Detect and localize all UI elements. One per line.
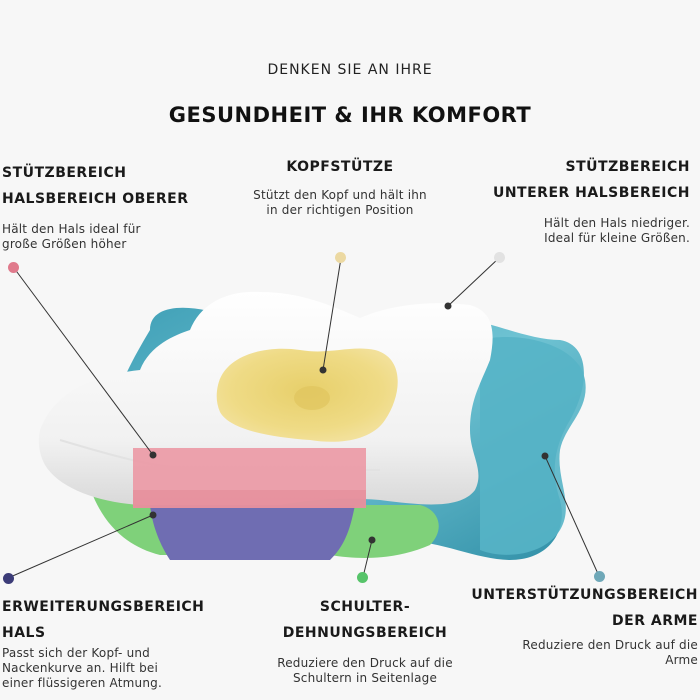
- leader-line-bottom-left: [7, 514, 154, 579]
- callout-title-line: DER ARME: [612, 613, 698, 629]
- callout-shoulder: SCHULTER- DEHNUNGSBEREICH Reduziere den …: [250, 594, 480, 686]
- callout-title: KOPFSTÜTZE: [286, 159, 394, 175]
- header-kicker: DENKEN SIE AN IHRE: [267, 62, 433, 78]
- callout-desc-line: Stützt den Kopf und hält ihn: [253, 188, 427, 202]
- callout-title-line: ERWEITERUNGSBEREICH: [2, 599, 205, 615]
- leader-line-bottom-right: [544, 455, 600, 577]
- dot-shoulder: [357, 572, 368, 583]
- callout-lower-neck: STÜTZBEREICH UNTERER HALSBEREICH Hält de…: [460, 154, 690, 246]
- dot-upper-neck: [8, 262, 19, 273]
- callout-title-line: DEHNUNGSBEREICH: [282, 625, 448, 641]
- callout-desc-line: Ideal für kleine Größen.: [544, 231, 690, 245]
- callout-desc-line: Reduziere den Druck auf die: [277, 656, 453, 670]
- extension-zone: [150, 505, 355, 560]
- callout-desc-line: große Größen höher: [2, 237, 127, 251]
- callout-title-line: UNTERER HALSBEREICH: [492, 185, 690, 201]
- callout-desc-line: einer flüssigeren Atmung.: [2, 676, 162, 690]
- callout-desc-line: Schultern in Seitenlage: [292, 671, 438, 685]
- callout-title-line: STÜTZBEREICH: [2, 165, 127, 181]
- leader-line-top-left: [13, 267, 154, 456]
- leader-line-bottom-center: [362, 539, 373, 578]
- callout-desc-line: Passt sich der Kopf- und: [2, 646, 150, 660]
- callout-desc-line: Hält den Hals niedriger.: [543, 216, 690, 230]
- leader-line-top-center: [322, 257, 342, 371]
- callout-title-line: STÜTZBEREICH: [565, 159, 690, 175]
- callout-title-line: HALSBEREICH OBERER: [2, 191, 189, 207]
- callout-head-support: KOPFSTÜTZE Stützt den Kopf und hält ihn …: [230, 154, 450, 218]
- callout-desc-line: Reduziere den Druck auf die: [522, 638, 698, 652]
- callout-title-line: SCHULTER-: [319, 599, 411, 615]
- callout-desc-line: Nackenkurve an. Hilft bei: [2, 661, 159, 675]
- dot-lower-neck: [494, 252, 505, 263]
- callout-upper-neck: STÜTZBEREICH HALSBEREICH OBERER Hält den…: [2, 160, 232, 252]
- callout-arm-support: UNTERSTÜTZUNGSBEREICH DER ARME Reduziere…: [460, 582, 698, 668]
- callout-neck-extension: ERWEITERUNGSBEREICH HALS Passt sich der …: [2, 594, 232, 691]
- callout-title-line: UNTERSTÜTZUNGSBEREICH: [471, 587, 698, 603]
- callout-desc-line: Arme: [665, 653, 698, 667]
- leader-line-top-right: [447, 257, 500, 307]
- page-headline: GESUNDHEIT & IHR KOMFORT: [168, 103, 532, 127]
- dot-neck-extension: [3, 573, 14, 584]
- callout-title-line: HALS: [2, 625, 46, 641]
- dot-arm-support: [594, 571, 605, 582]
- callout-desc-line: Hält den Hals ideal für: [2, 222, 141, 236]
- dot-head-support: [335, 252, 346, 263]
- callout-desc-line: in der richtigen Position: [266, 203, 414, 217]
